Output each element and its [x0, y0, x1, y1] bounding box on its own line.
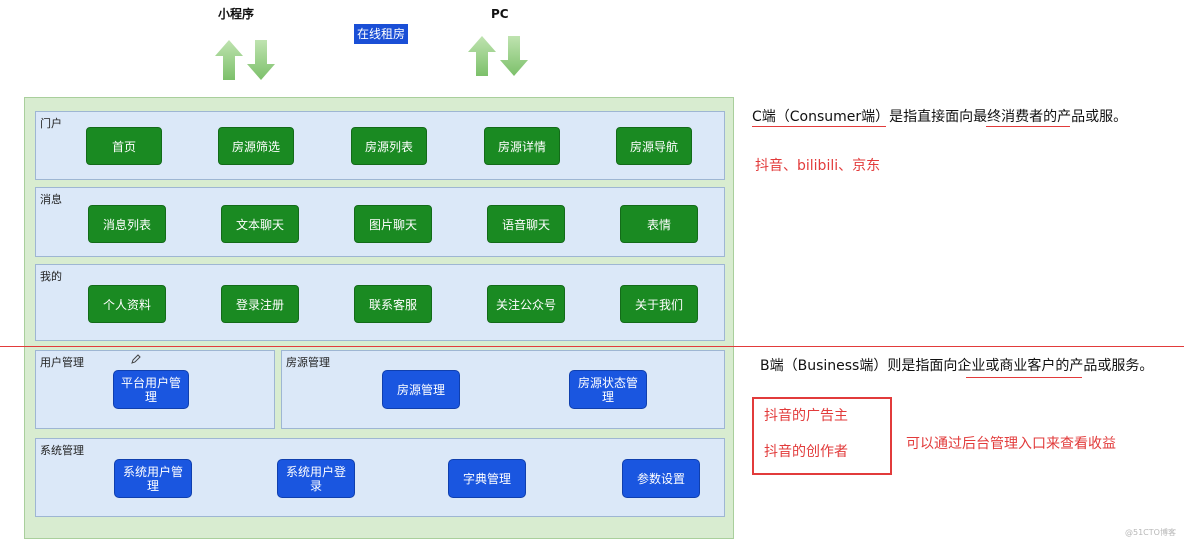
- btn-image-chat[interactable]: 图片聊天: [354, 205, 432, 243]
- btn-house-list[interactable]: 房源列表: [351, 127, 427, 165]
- b-examples-box: 抖音的广告主 抖音的创作者: [752, 397, 892, 475]
- panel-system-mgmt: 系统管理 系统用户管理 系统用户登录 字典管理 参数设置: [35, 438, 725, 517]
- b-side-definition: B端（Business端）则是指面向企业或商业客户的产品或服务。: [760, 355, 1153, 375]
- rental-tag: 在线租房: [354, 24, 409, 44]
- btn-about-us[interactable]: 关于我们: [620, 285, 698, 323]
- panel-label-message: 消息: [40, 193, 62, 206]
- c-side-examples: 抖音、bilibili、京东: [755, 158, 881, 174]
- panel-label-user-mgmt: 用户管理: [40, 356, 84, 369]
- c-side-term: C端（Consumer端）: [752, 109, 890, 125]
- c-term-underline: [752, 126, 886, 127]
- miniapp-label: 小程序: [218, 7, 255, 21]
- pencil-icon: [131, 354, 141, 364]
- c-side-def-text: 是指直接面向: [889, 109, 974, 125]
- btn-message-list[interactable]: 消息列表: [88, 205, 166, 243]
- pc-updown-arrows-icon: [468, 36, 528, 76]
- btn-house-mgmt[interactable]: 房源管理: [382, 370, 460, 409]
- btn-profile[interactable]: 个人资料: [88, 285, 166, 323]
- c-side-definition: C端（Consumer端）是指直接面向最终消费者的产品或服。: [752, 106, 1127, 126]
- panel-user-mgmt: 用户管理 平台用户管理: [35, 350, 275, 429]
- btn-text-chat[interactable]: 文本聊天: [221, 205, 299, 243]
- btn-home[interactable]: 首页: [86, 127, 162, 165]
- btn-house-status-mgmt[interactable]: 房源状态管理: [569, 370, 647, 409]
- panel-message: 消息 消息列表 文本聊天 图片聊天 语音聊天 表情: [35, 187, 725, 257]
- panel-portal: 门户 首页 房源筛选 房源列表 房源详情 房源导航: [35, 111, 725, 180]
- pc-label: PC: [491, 7, 509, 21]
- panel-label-system-mgmt: 系统管理: [40, 444, 84, 457]
- b-side-highlight: 企业或商业客户: [957, 358, 1056, 374]
- panel-label-mine: 我的: [40, 270, 62, 283]
- c-highlight-underline: [986, 126, 1070, 127]
- c-b-divider: [0, 346, 1184, 347]
- btn-house-detail[interactable]: 房源详情: [484, 127, 560, 165]
- panel-mine: 我的 个人资料 登录注册 联系客服 关注公众号 关于我们: [35, 264, 725, 341]
- panel-label-portal: 门户: [40, 117, 62, 130]
- b-example-creator: 抖音的创作者: [764, 444, 848, 460]
- b-side-def-tail: 的产品或服务。: [1055, 358, 1154, 374]
- btn-dictionary-mgmt[interactable]: 字典管理: [448, 459, 526, 498]
- btn-system-user-login[interactable]: 系统用户登录: [277, 459, 355, 498]
- btn-house-filter[interactable]: 房源筛选: [218, 127, 294, 165]
- btn-login-register[interactable]: 登录注册: [221, 285, 299, 323]
- c-side-highlight: 最终消费者: [973, 109, 1044, 125]
- btn-emoji[interactable]: 表情: [620, 205, 698, 243]
- b-highlight-underline: [966, 377, 1082, 378]
- btn-system-user-mgmt[interactable]: 系统用户管理: [114, 459, 192, 498]
- panel-label-house-mgmt: 房源管理: [286, 356, 330, 369]
- b-side-revenue-note: 可以通过后台管理入口来查看收益: [906, 436, 1116, 452]
- watermark: @51CTO博客: [1125, 528, 1176, 537]
- btn-house-nav[interactable]: 房源导航: [616, 127, 692, 165]
- b-side-def-text: B端（Business端）则是指面向: [760, 358, 958, 374]
- panel-house-mgmt: 房源管理 房源管理 房源状态管理: [281, 350, 725, 429]
- btn-contact-service[interactable]: 联系客服: [354, 285, 432, 323]
- miniapp-updown-arrows-icon: [215, 40, 275, 80]
- b-example-advertiser: 抖音的广告主: [764, 408, 848, 424]
- btn-voice-chat[interactable]: 语音聊天: [487, 205, 565, 243]
- btn-parameter-settings[interactable]: 参数设置: [622, 459, 700, 498]
- btn-follow-account[interactable]: 关注公众号: [487, 285, 565, 323]
- c-side-def-tail: 的产品或服。: [1043, 109, 1128, 125]
- btn-platform-user-mgmt[interactable]: 平台用户管理: [113, 370, 189, 409]
